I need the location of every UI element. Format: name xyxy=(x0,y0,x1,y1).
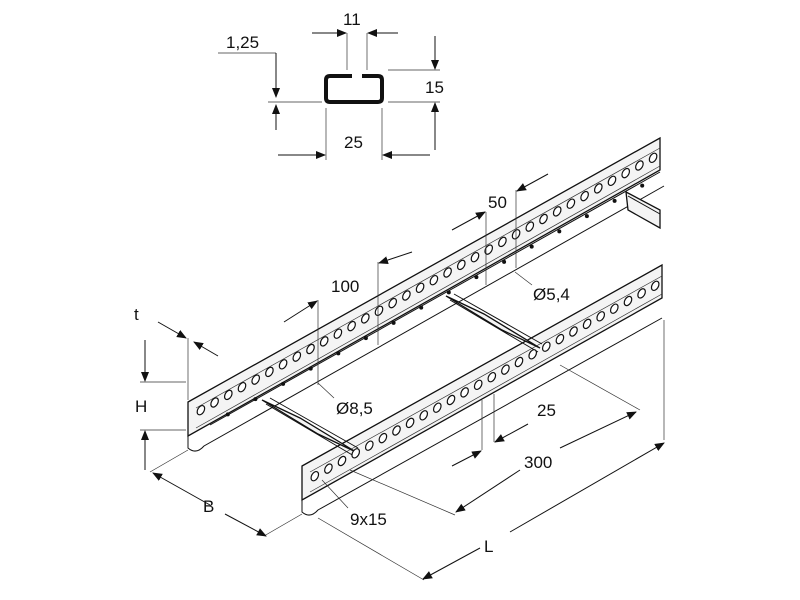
small-hole xyxy=(391,320,396,325)
rail-slot xyxy=(473,379,483,391)
rail-slot xyxy=(210,397,219,408)
length-l-label: L xyxy=(484,537,493,556)
small-hole xyxy=(281,381,286,386)
small-hole xyxy=(253,397,258,402)
front-rail-slots xyxy=(310,280,660,482)
back-rail-slots xyxy=(196,152,658,416)
rail-slot xyxy=(501,364,510,375)
rail-slot xyxy=(319,336,329,347)
rail-slot xyxy=(351,448,361,459)
small-hole xyxy=(502,259,507,264)
rail-slot xyxy=(237,381,247,393)
rail-slot xyxy=(251,374,261,385)
pitch-100-label: 100 xyxy=(331,277,359,296)
rail-slot xyxy=(460,387,469,398)
rail-slot xyxy=(429,274,439,286)
rail-slot xyxy=(456,259,466,271)
rail-slot xyxy=(596,311,606,322)
rail-slot xyxy=(443,267,452,278)
small-hole-label: Ø5,4 xyxy=(533,285,570,304)
rail-slot xyxy=(552,206,562,217)
rail-slot xyxy=(648,152,658,164)
small-hole xyxy=(529,244,534,249)
rail-slot xyxy=(487,371,497,383)
large-hole-label: Ø8,5 xyxy=(336,399,373,418)
rail-slot xyxy=(541,341,551,352)
small-hole xyxy=(474,275,479,280)
rail-slot xyxy=(637,288,646,299)
ladder xyxy=(187,136,665,516)
rail-slot xyxy=(223,389,233,401)
rail-slot xyxy=(364,440,374,451)
rail-slot xyxy=(196,404,206,416)
hole-pitch-label: 50 xyxy=(488,193,507,212)
height-h-label: H xyxy=(135,397,147,416)
rail-slot xyxy=(528,349,538,360)
rail-slot xyxy=(539,213,548,225)
ladder-dimensions: 50 100 Ø5,4 Ø8,5 t H B 9x15 xyxy=(134,173,665,581)
rail-slot xyxy=(392,425,401,436)
rail-slot xyxy=(405,417,415,429)
rail-slot xyxy=(292,351,302,362)
small-hole xyxy=(612,198,617,203)
rail-slot xyxy=(419,410,429,421)
rail-slot xyxy=(360,313,370,324)
rail-slot xyxy=(347,320,356,332)
rail-slot xyxy=(306,343,315,355)
profile-base-label: 25 xyxy=(344,133,363,152)
rail-slot xyxy=(470,251,480,263)
rail-slot xyxy=(374,305,384,317)
rail-slot xyxy=(432,402,442,413)
rail-slot xyxy=(635,160,644,171)
rail-slot xyxy=(310,470,320,482)
small-hole xyxy=(363,336,368,341)
rail-slot xyxy=(650,280,660,292)
profile-thickness-label: 1,25 xyxy=(226,33,259,52)
rail-slot xyxy=(582,318,592,330)
profile-section: 11 1,25 15 25 xyxy=(218,10,444,160)
rail-slot xyxy=(498,236,507,248)
small-hole xyxy=(308,366,313,371)
rail-slot xyxy=(623,295,633,307)
width-b-label: B xyxy=(203,497,214,516)
rail-slot xyxy=(621,167,631,179)
rail-slot xyxy=(388,297,398,309)
rail-slot xyxy=(607,175,617,187)
thickness-t-label: t xyxy=(134,305,139,324)
rung-2 xyxy=(445,293,543,353)
small-hole xyxy=(557,229,562,234)
small-hole xyxy=(446,290,451,295)
rail-slot xyxy=(402,290,411,301)
rung-spacing-label: 300 xyxy=(524,453,552,472)
rail-slot xyxy=(514,356,524,368)
small-holes xyxy=(225,183,645,417)
small-hole xyxy=(419,305,424,310)
profile-width-label: 11 xyxy=(343,10,361,29)
rail-slot xyxy=(566,198,576,209)
rail-slot xyxy=(580,190,589,202)
rung-3 xyxy=(625,190,661,230)
small-hole xyxy=(336,351,341,356)
rail-slot xyxy=(265,366,274,378)
profile-depth-label: 15 xyxy=(425,78,444,97)
small-hole xyxy=(584,214,589,219)
rung-width-label: 25 xyxy=(537,401,556,420)
slot-size-label: 9x15 xyxy=(350,510,387,529)
rail-slot xyxy=(278,359,288,370)
small-hole xyxy=(225,412,230,417)
rail-slot xyxy=(378,432,388,444)
rail-slot xyxy=(569,326,578,337)
rail-slot xyxy=(415,282,425,294)
rail-slot xyxy=(324,463,333,474)
rail-slot xyxy=(525,221,535,232)
rail-slot xyxy=(609,303,619,314)
rail-slot xyxy=(593,183,603,194)
c-profile xyxy=(324,74,384,104)
rail-slot xyxy=(337,455,347,467)
rail-slot xyxy=(555,333,565,345)
rail-slot xyxy=(446,394,456,406)
rail-slot xyxy=(333,328,343,339)
small-hole xyxy=(640,183,645,188)
